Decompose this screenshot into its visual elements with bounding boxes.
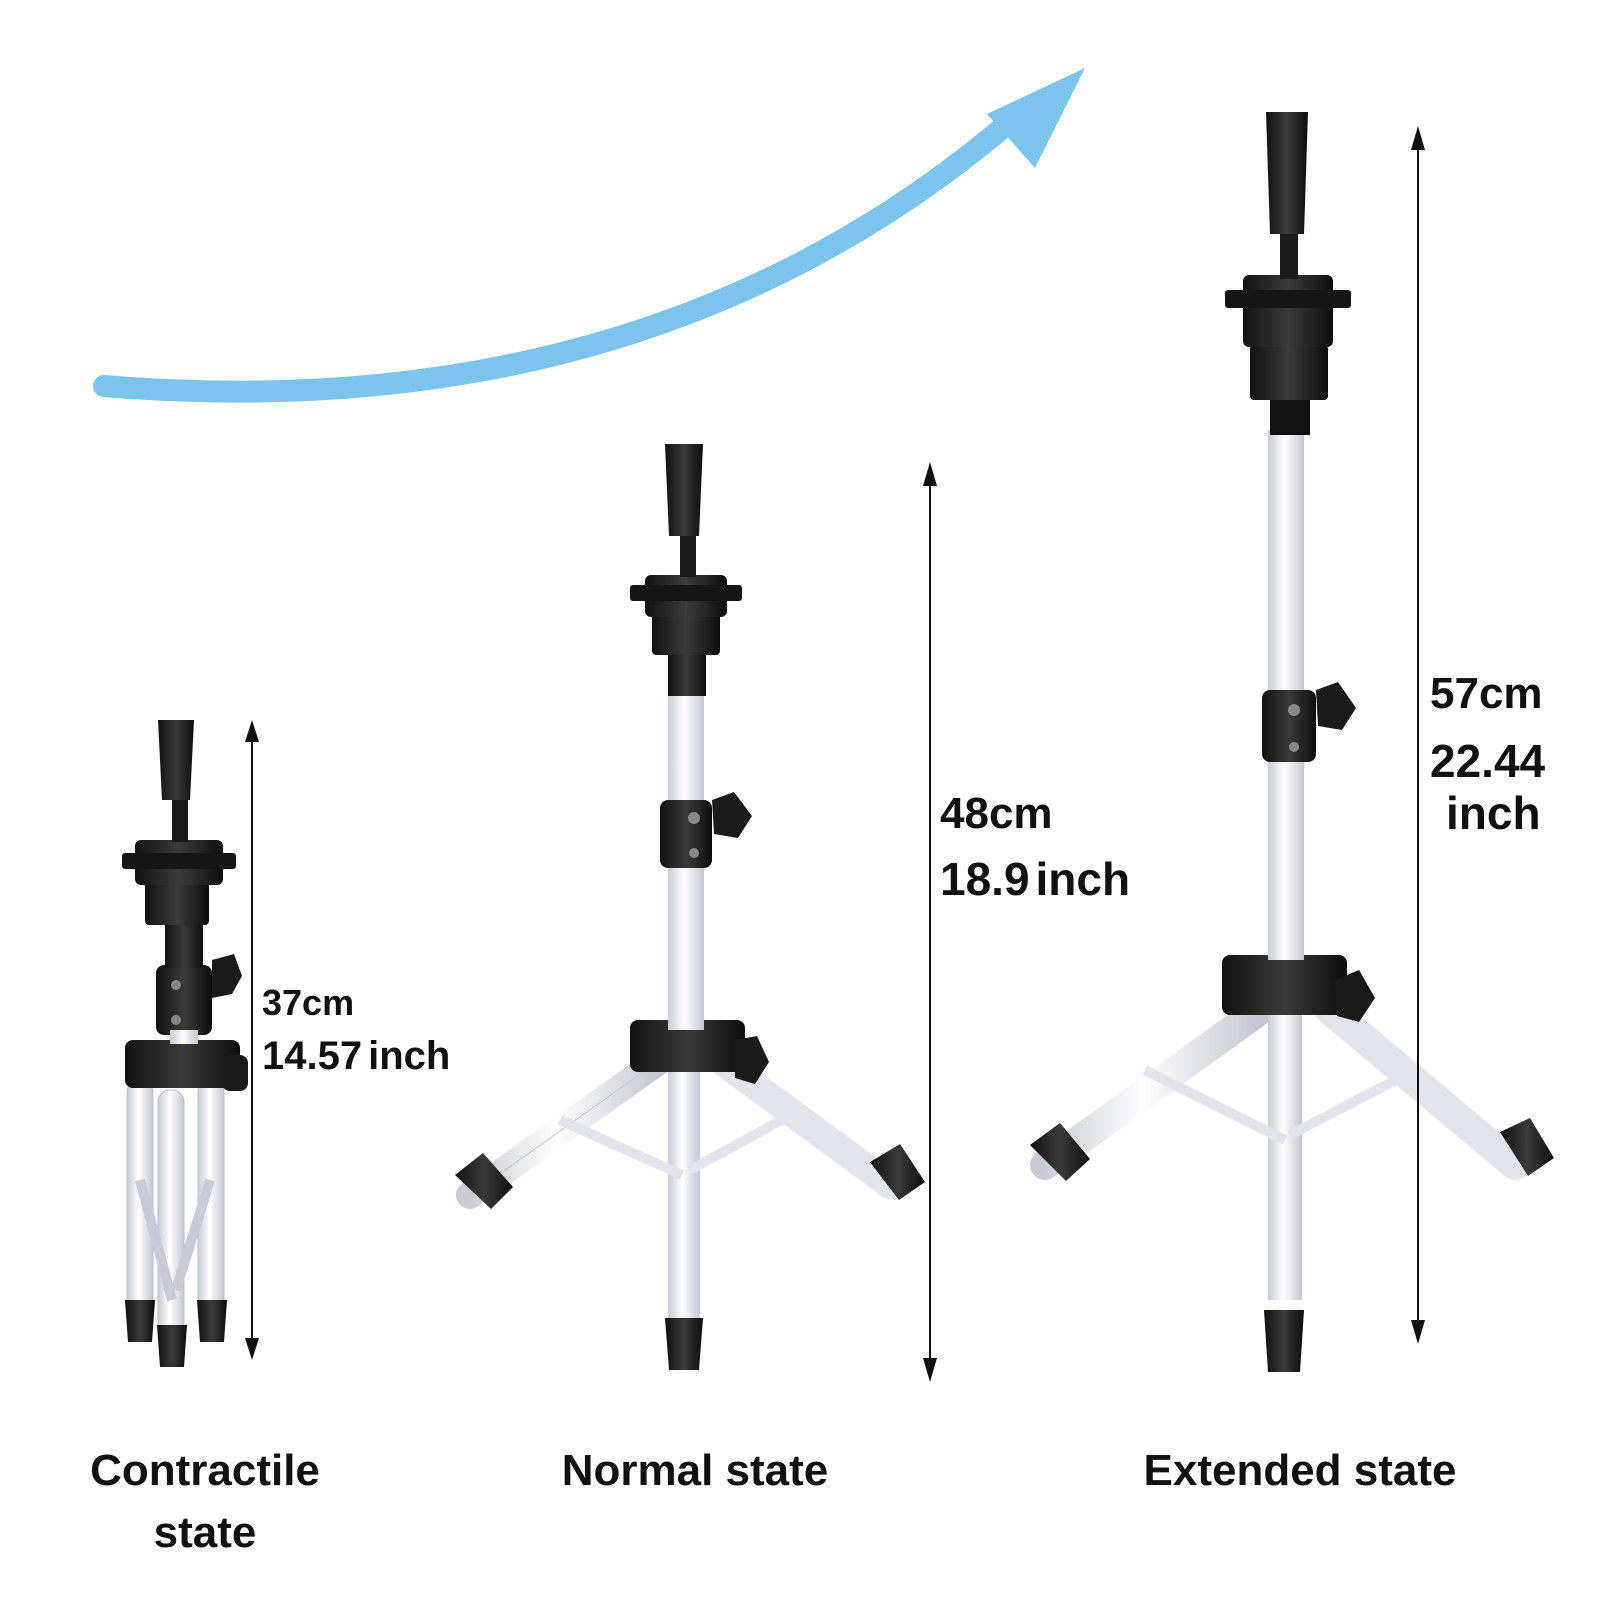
normal-height-cm: 48cm [940,789,1053,838]
normal-state-label: Normal state [561,1446,829,1495]
normal-height-inch-value: 18.9 [940,853,1030,905]
dimension-arrow-icon [245,720,259,1360]
contractile-height-inch-unit: inch [368,1034,451,1078]
normal-height-inch-unit: inch [1035,853,1131,905]
extended-stand-icon [1030,112,1554,1372]
contractile-label-line1: Contractile [90,1446,320,1495]
extended-height-cm: 57cm [1430,669,1543,718]
dimension-arrow-icon [1411,126,1425,1344]
contractile-state-label: Contractile state [40,1440,370,1564]
extended-state-label: Extended state [1143,1446,1457,1495]
normal-stand-icon [455,444,925,1370]
contractile-height-inch-value: 14.57 [262,1034,363,1078]
growth-arrow-icon [93,68,1085,403]
extended-height-inch-unit: inch [1446,787,1541,839]
contractile-stand-icon [122,720,248,1367]
contractile-label-line2: state [153,1508,257,1557]
contractile-height-cm: 37cm [262,982,355,1023]
extended-height-inch-value: 22.44 [1430,735,1546,787]
dimension-arrow-icon [923,462,937,1382]
